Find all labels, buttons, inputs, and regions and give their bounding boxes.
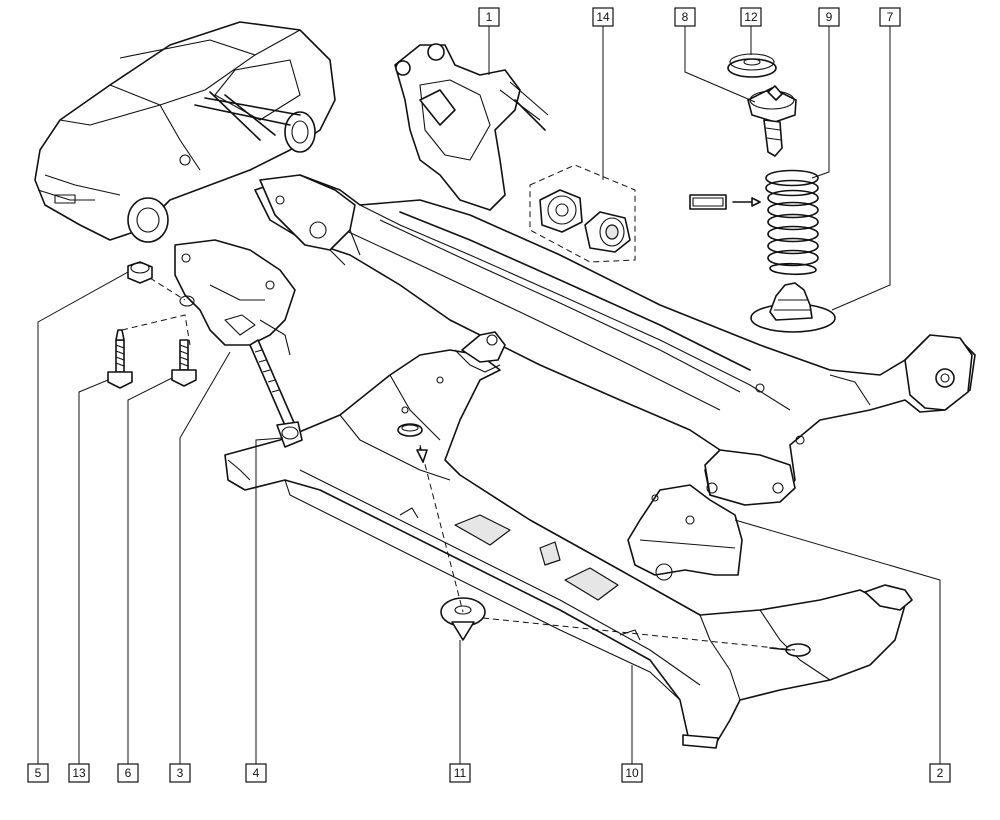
rubber-plug-part-11 [440,597,486,641]
left-mounting-bracket [174,239,296,356]
callout-8: 8 [674,7,696,27]
callout-label: 4 [253,766,260,780]
bolt-part-6 [171,339,197,387]
callout-label: 5 [35,766,42,780]
lower-spring-seat [750,282,836,333]
callout-11: 11 [449,763,471,783]
bush-right [584,211,631,253]
callout-label: 10 [625,766,639,780]
callout-1: 1 [478,7,500,27]
bush-left [539,189,583,233]
callout-label: 6 [125,766,132,780]
long-bolt-part-4 [249,339,303,448]
callout-label: 13 [72,766,86,780]
callout-label: 9 [826,10,833,24]
callout-4: 4 [245,763,267,783]
bolt-part-13 [107,329,133,389]
callout-12: 12 [740,7,762,27]
callout-3: 3 [169,763,191,783]
callout-label: 11 [454,766,467,780]
rear-axle-assembly [254,43,976,506]
callout-13: 13 [68,763,90,783]
bump-stop [747,85,797,157]
callout-7: 7 [879,7,901,27]
callout-14: 14 [592,7,614,27]
callout-6: 6 [117,763,139,783]
callout-label: 2 [937,766,944,780]
callout-10: 10 [621,763,643,783]
callout-label: 14 [596,10,610,24]
spring-reference-symbol [689,194,761,210]
callout-label: 12 [744,10,758,24]
callout-9: 9 [818,7,840,27]
subframe-crossmember [224,331,913,749]
callout-label: 3 [177,766,184,780]
leader-lines [37,26,941,764]
callout-label: 1 [486,10,493,24]
vehicle-illustration [34,21,336,243]
upper-spring-cup [727,53,777,78]
callout-5: 5 [27,763,49,783]
callout-label: 8 [682,10,689,24]
rear-mounting-bracket [627,484,743,581]
coil-spring [765,169,819,276]
nut-part-5 [127,261,153,284]
callout-2: 2 [929,763,951,783]
callout-label: 7 [887,10,894,24]
bush-detail-group [529,164,636,263]
